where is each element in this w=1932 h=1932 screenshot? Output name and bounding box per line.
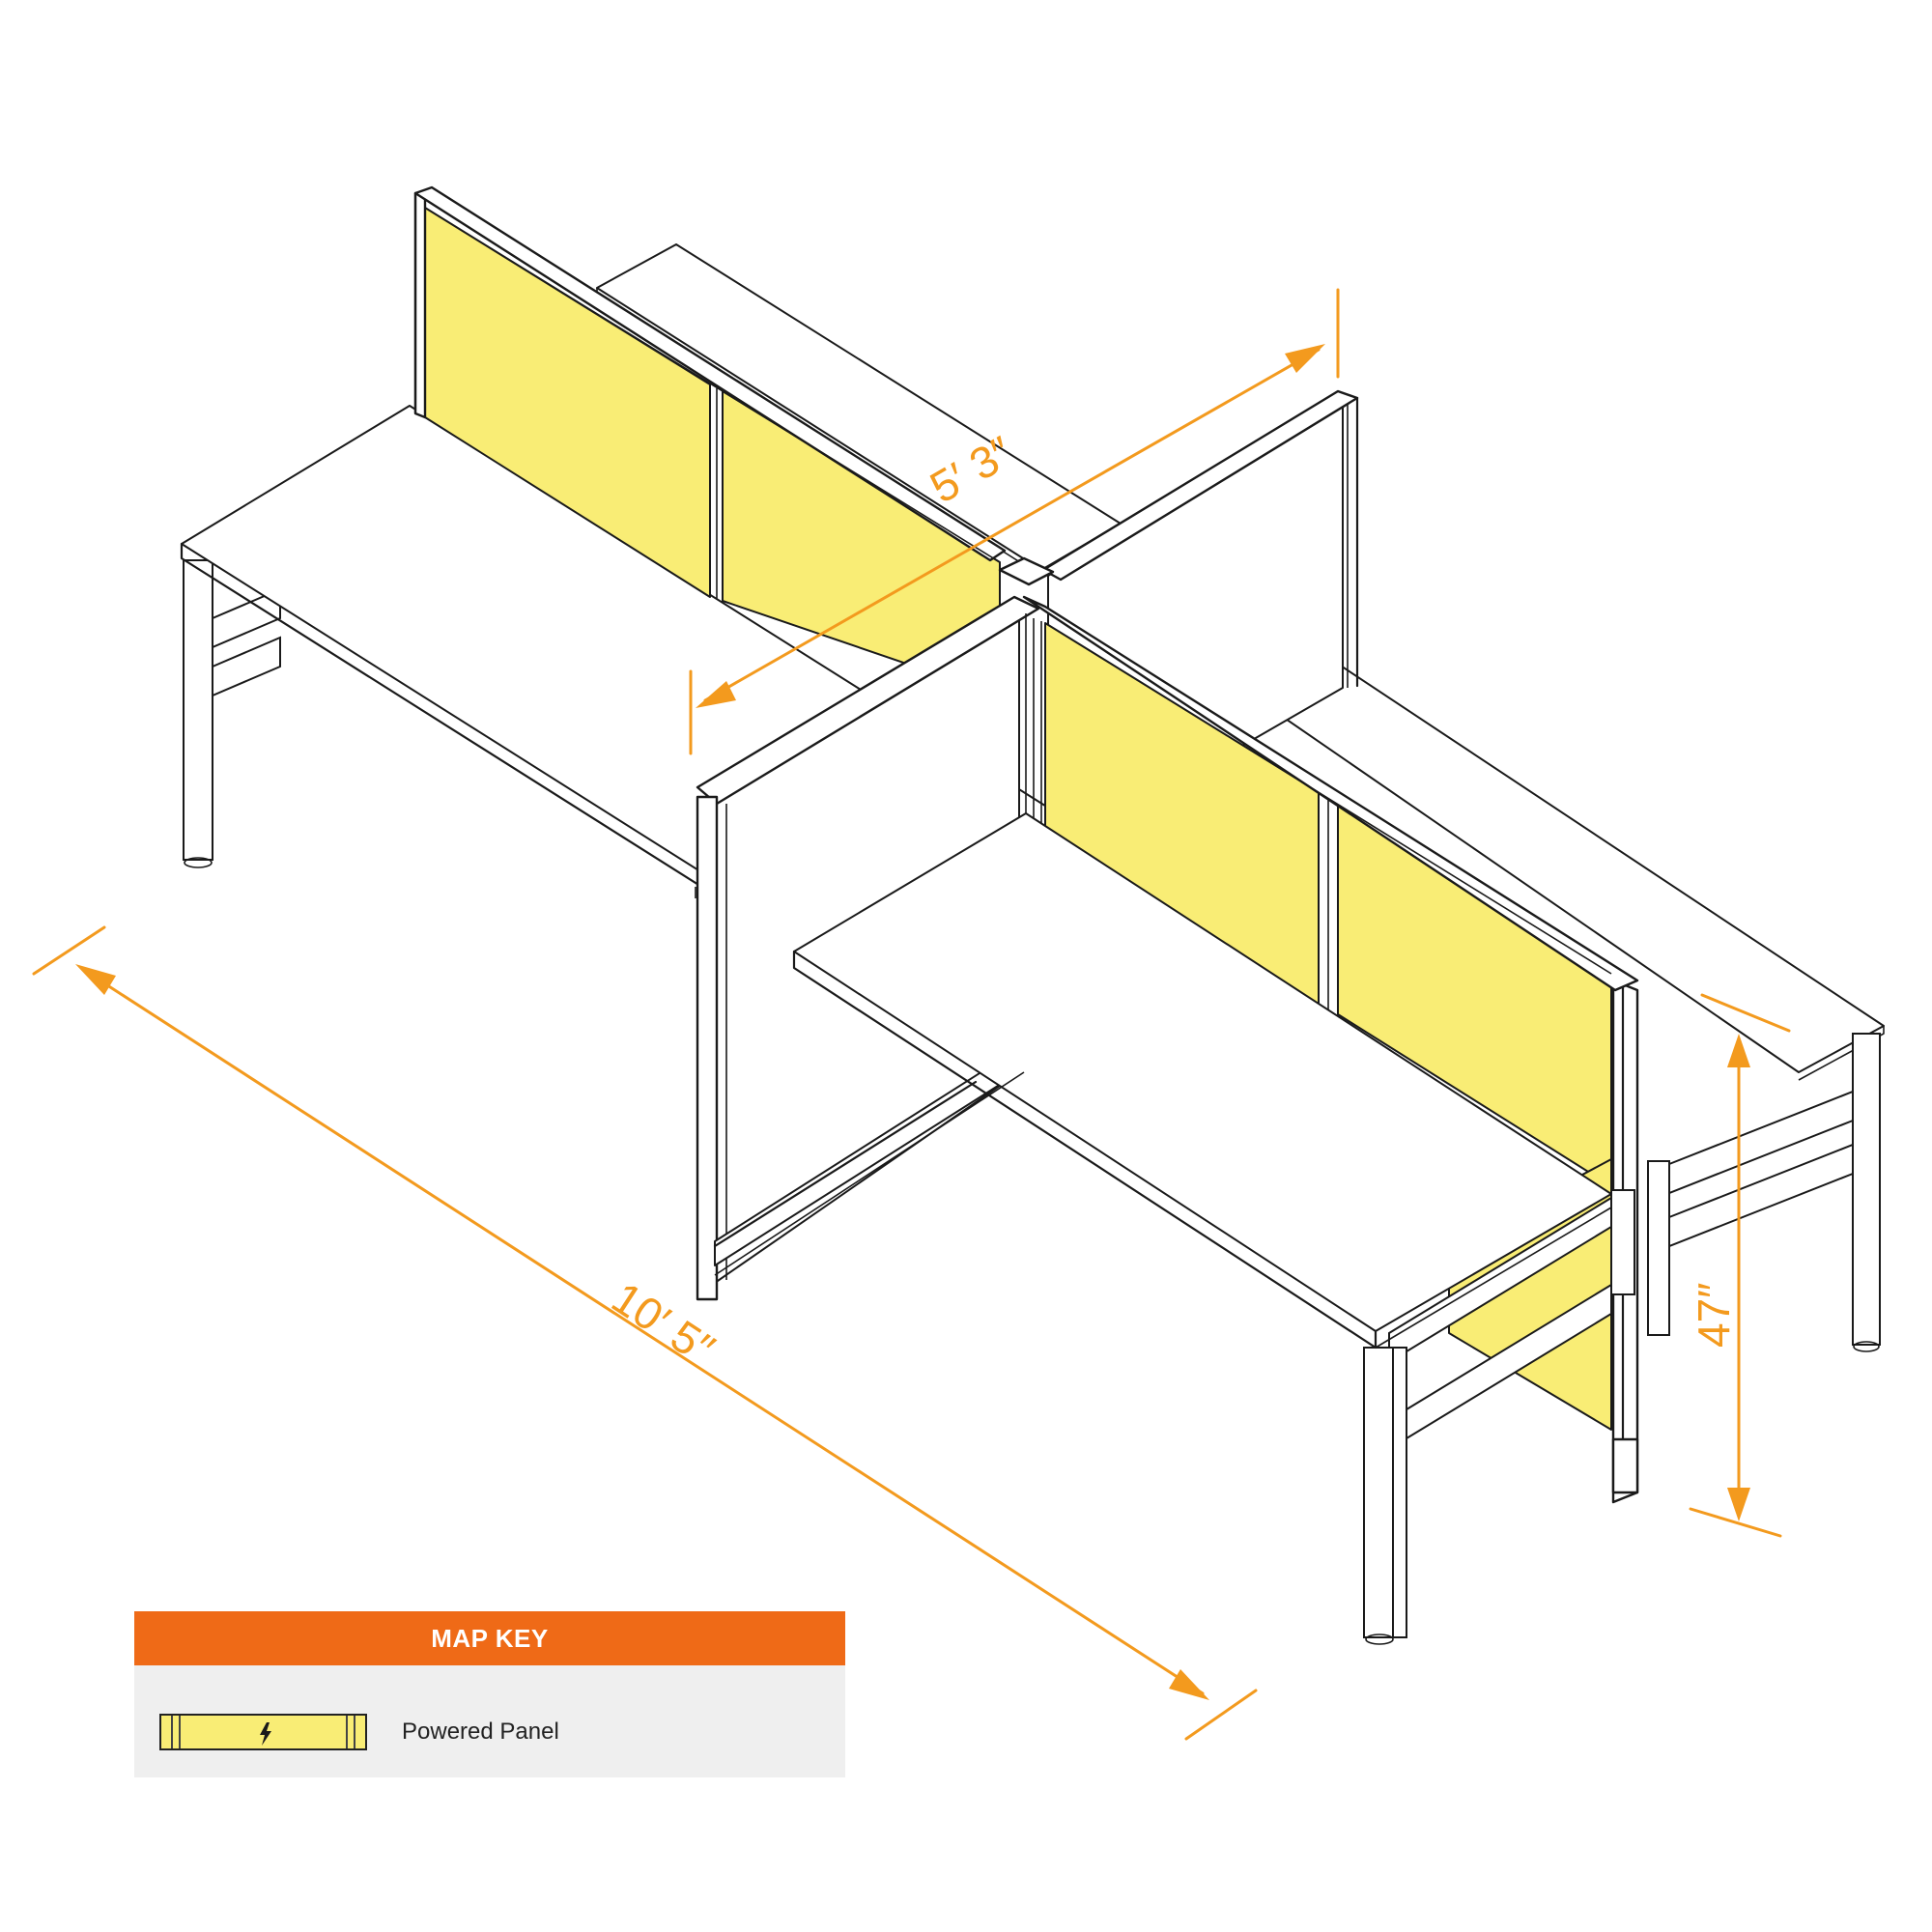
- arrowhead: [1727, 1034, 1750, 1067]
- arrowhead: [1169, 1669, 1209, 1700]
- desk-leg: [1852, 1033, 1881, 1346]
- arrowhead: [75, 964, 116, 995]
- map-key-item-label: Powered Panel: [402, 1719, 559, 1745]
- dimension-arrow-line: [83, 969, 1205, 1695]
- left-powered-panel: [413, 185, 1007, 696]
- height-dimension-label: 47″: [1689, 1283, 1739, 1348]
- map-key-item: Powered Panel: [159, 1714, 559, 1750]
- desk-leg: [1647, 1160, 1670, 1336]
- map-key-header: MAP KEY: [134, 1611, 845, 1665]
- desk-leg: [183, 559, 213, 861]
- desk-leg: [1363, 1347, 1394, 1638]
- front-right-desk: [714, 812, 1635, 1645]
- map-key-title: MAP KEY: [431, 1623, 549, 1653]
- lightning-bolt-icon: [260, 1722, 271, 1746]
- dimension-tick: [1700, 993, 1791, 1033]
- dimension-tick: [1184, 1689, 1258, 1741]
- arrowhead: [1285, 344, 1325, 373]
- dimension-arrow-line: [703, 348, 1321, 702]
- powered-panel-swatch: [159, 1714, 367, 1750]
- arrowhead: [1727, 1488, 1750, 1521]
- center-post: [998, 556, 1055, 586]
- dimension-tick: [32, 925, 106, 976]
- map-key: MAP KEY Powered Panel: [134, 1611, 845, 1777]
- arrowhead: [696, 681, 736, 708]
- height-dimension: 47″: [1689, 993, 1791, 1538]
- back-right-desk: [1220, 642, 1885, 1352]
- dimension-tick: [1689, 1507, 1782, 1538]
